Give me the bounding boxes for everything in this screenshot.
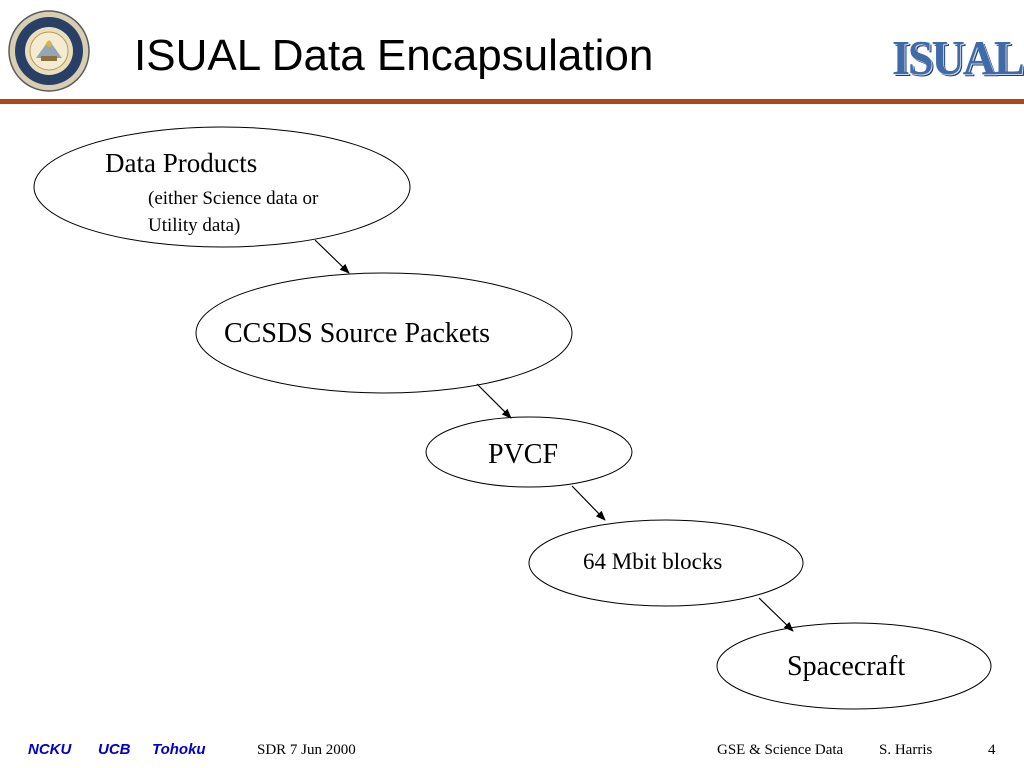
slide-title: ISUAL Data Encapsulation	[134, 31, 654, 80]
footer-topic: GSE & Science Data	[717, 742, 844, 758]
node-data-products-title: Data Products	[105, 148, 258, 178]
edge-ccsds-to-pvcf	[476, 383, 512, 419]
footer-org-ncku: NCKU	[28, 741, 72, 758]
node-data-products-ellipse	[33, 126, 411, 248]
footer-page-number: 4	[988, 742, 996, 758]
node-ccsds-ellipse	[195, 272, 573, 394]
node-mbit-ellipse	[528, 519, 804, 607]
slide-footer: NCKU UCB Tohoku SDR 7 Jun 2000 GSE & Sci…	[0, 738, 1024, 762]
node-pvcf-title: PVCF	[488, 439, 559, 470]
university-seal-icon	[8, 10, 90, 92]
header-rule	[0, 99, 1024, 104]
edge-mbit-to-spacecraft	[758, 597, 794, 632]
isual-logo-text: ISUAL	[892, 30, 1024, 85]
node-data-products-subtitle-line1: (either Science data or	[148, 188, 319, 209]
flow-diagram	[33, 126, 992, 710]
node-spacecraft-title: Spacecraft	[787, 651, 906, 682]
footer-org-ucb: UCB	[98, 741, 131, 758]
node-ccsds-title: CCSDS Source Packets	[224, 318, 490, 349]
edge-pvcf-to-mbit	[571, 485, 606, 521]
node-spacecraft-ellipse	[716, 622, 992, 710]
node-mbit-title: 64 Mbit blocks	[583, 549, 723, 574]
node-data-products-subtitle-line2: Utility data)	[148, 215, 241, 236]
footer-author: S. Harris	[879, 742, 933, 758]
edge-data-products-to-ccsds	[314, 239, 350, 274]
node-pvcf-ellipse	[425, 416, 633, 488]
footer-org-tohoku: Tohoku	[152, 741, 206, 758]
isual-logo: ISUAL	[892, 28, 1024, 88]
footer-event: SDR 7 Jun 2000	[257, 742, 356, 758]
